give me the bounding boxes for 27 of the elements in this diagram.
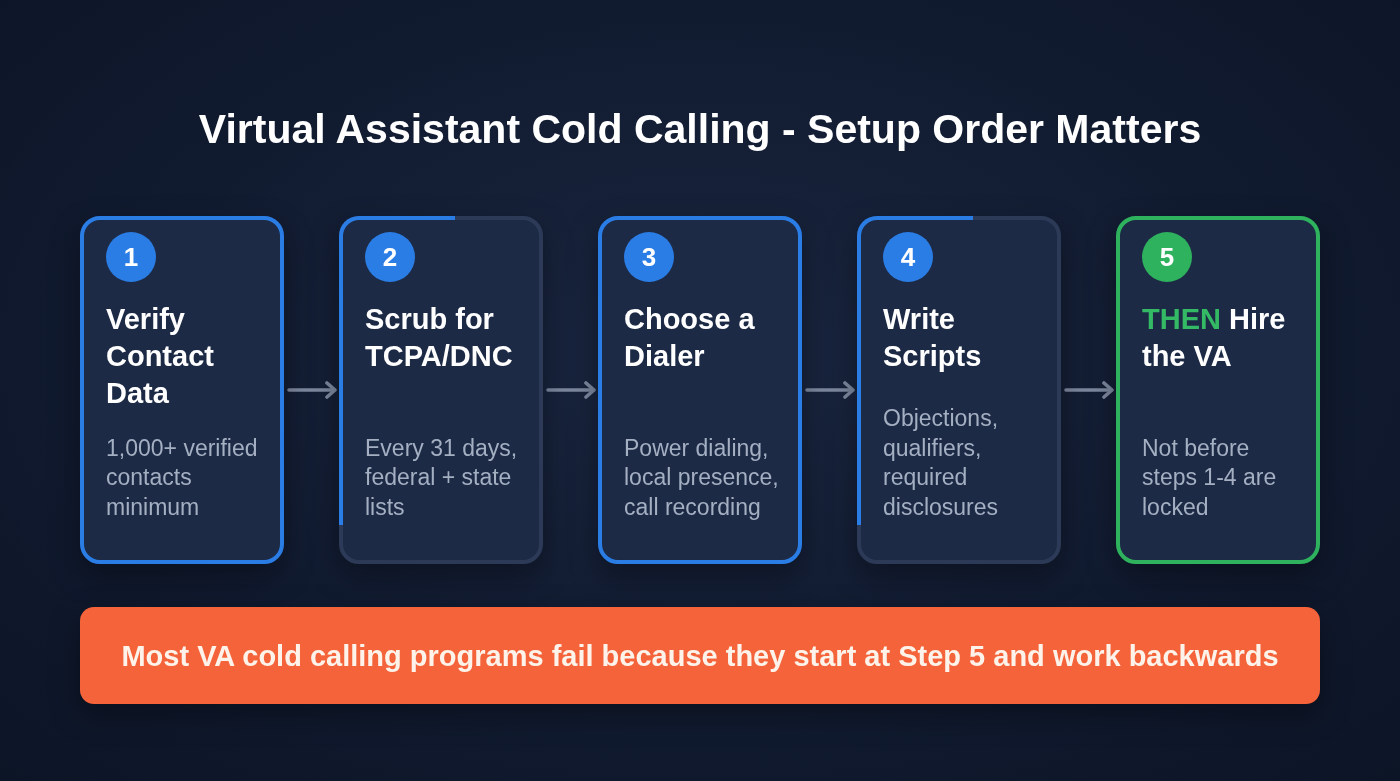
step-description: Power dialing, local presence, call recording: [624, 433, 780, 522]
step-title: THEN Hire the VA: [1142, 302, 1287, 374]
step-card: [80, 216, 284, 564]
step-title: Verify Contact Data: [106, 302, 215, 411]
step-number-badge: 4: [883, 232, 933, 282]
step-card: [598, 216, 802, 564]
step-description: Not before steps 1-4 are locked: [1142, 433, 1278, 522]
step-number-badge: 3: [624, 232, 674, 282]
step-card: [857, 216, 1061, 564]
step-card: [1116, 216, 1320, 564]
step-title: Write Scripts: [883, 302, 983, 374]
banner-text: Most VA cold calling programs fail because they start at Step 5 and work backwards: [121, 638, 1279, 674]
page-title: Virtual Assistant Cold Calling - Setup Order Matters: [198, 105, 1202, 154]
arrow: [805, 381, 855, 399]
step-description: 1,000+ verified contacts minimum: [106, 433, 259, 522]
step-title: Choose a Dialer: [624, 302, 756, 374]
step-number-badge: 1: [106, 232, 156, 282]
step-number-badge: 2: [365, 232, 415, 282]
arrow: [546, 381, 596, 399]
step-number-badge: 5: [1142, 232, 1192, 282]
step-description: Every 31 days, federal + state lists: [365, 433, 519, 522]
step-description: Objections, qualifiers, required disclosures: [883, 404, 1000, 522]
arrow: [287, 381, 337, 399]
arrow: [1064, 381, 1114, 399]
step-card: [339, 216, 543, 564]
warning-banner: [80, 607, 1320, 704]
step-title: Scrub for TCPA/DNC: [365, 302, 514, 374]
